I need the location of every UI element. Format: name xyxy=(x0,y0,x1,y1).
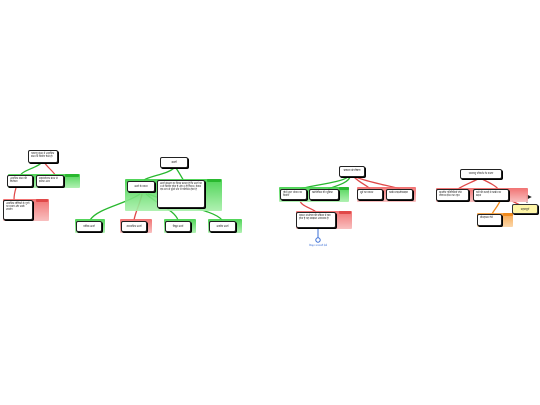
status-badge xyxy=(503,213,513,216)
node-label: आयनिक बंधन की विशेषता xyxy=(10,177,27,184)
node-label: प्रकाश संश्लेषण की प्रक्रिया में क्या हो… xyxy=(299,214,331,221)
map1-leaf-red[interactable]: आयनिक यौगिकों के गुणों पर प्रभाव और उनके… xyxy=(3,200,33,220)
map4-child-orange[interactable]: ग्रीनहाउस गैसें xyxy=(477,214,502,226)
map3-leaf-red[interactable]: प्रकाश संश्लेषण की प्रक्रिया में क्या हो… xyxy=(296,212,336,228)
map4-child-right[interactable]: वनों की कटाई से कार्बन का बढ़ना xyxy=(473,189,509,201)
map3-child-green[interactable]: पौधों द्वारा भोजन का निर्माण xyxy=(280,189,307,200)
map2-leaf-4[interactable]: ऊष्मीय ऊर्जा xyxy=(209,221,236,232)
map2-note-node[interactable]: ऊर्जा संरक्षण का नियम बताता है कि ऊर्जा … xyxy=(157,180,205,208)
map3-child-right[interactable]: सूर्य का प्रकाश xyxy=(357,189,383,200)
map1-child-red[interactable]: सहसंयोजक बंधन से इसका अंतर xyxy=(36,175,64,187)
link-icon[interactable] xyxy=(315,237,321,243)
map4-note-node[interactable]: महत्वपूर्ण xyxy=(512,204,538,214)
status-badge xyxy=(65,174,79,177)
map2-leaf-2[interactable]: रासायनिक ऊर्जा xyxy=(121,221,147,232)
node-label: ऊष्मीय ऊर्जा xyxy=(216,225,229,228)
status-badge xyxy=(339,211,351,214)
status-badge xyxy=(207,179,221,182)
status-badge xyxy=(339,187,349,190)
node-label: कार्बन डाइऑक्साइड xyxy=(389,191,408,194)
map3-child-mid[interactable]: क्लोरोफिल की भूमिका xyxy=(309,189,339,200)
node-label: परमाणु बंधन में आयनिक बंधन के निर्माण कै… xyxy=(31,152,55,159)
link-label[interactable]: विस्तृत जानकारी देखें xyxy=(309,244,327,247)
node-label: जलवायु परिवर्तन के कारण xyxy=(468,172,494,175)
node-label: प्रकाश संश्लेषण xyxy=(343,168,361,172)
map1-root-node[interactable]: परमाणु बंधन में आयनिक बंधन के निर्माण कै… xyxy=(28,150,58,163)
node-label: ऊर्जा के प्रकार xyxy=(134,185,148,188)
node-label: सूर्य का प्रकाश xyxy=(360,191,374,194)
node-label: यांत्रिक ऊर्जा xyxy=(83,225,95,228)
map1-child-green[interactable]: आयनिक बंधन की विशेषता xyxy=(7,175,33,187)
node-label: ऊर्जा संरक्षण का नियम बताता है कि ऊर्जा … xyxy=(160,182,202,192)
node-label: ग्रीनहाउस गैसें xyxy=(480,216,493,219)
node-label: पौधों द्वारा भोजन का निर्माण xyxy=(283,191,302,198)
connector xyxy=(491,200,501,215)
node-label: सहसंयोजक बंधन से इसका अंतर xyxy=(39,177,58,184)
map3-root-node[interactable]: प्रकाश संश्लेषण xyxy=(339,166,365,177)
node-label: ऊर्जा xyxy=(171,160,177,164)
map2-leaf-1[interactable]: यांत्रिक ऊर्जा xyxy=(76,221,102,232)
node-label: वनों की कटाई से कार्बन का बढ़ना xyxy=(476,191,502,198)
map3-child-far[interactable]: कार्बन डाइऑक्साइड xyxy=(386,189,413,200)
map2-hub-node[interactable]: ऊर्जा के प्रकार xyxy=(127,181,155,192)
node-label: विद्युत ऊर्जा xyxy=(172,225,184,228)
map4-child-left[interactable]: मानवीय गतिविधियाँ जैसे जीवाश्म ईंधन का द… xyxy=(436,189,469,201)
node-label: रासायनिक ऊर्जा xyxy=(126,225,142,228)
node-label: महत्वपूर्ण xyxy=(520,208,530,211)
node-label: क्लोरोफिल की भूमिका xyxy=(312,191,333,194)
node-label: आयनिक यौगिकों के गुणों पर प्रभाव और उनके… xyxy=(6,202,30,212)
map4-root-node[interactable]: जलवायु परिवर्तन के कारण xyxy=(460,169,502,179)
map2-root-node[interactable]: ऊर्जा xyxy=(160,157,188,168)
map2-leaf-3[interactable]: विद्युत ऊर्जा xyxy=(165,221,191,232)
node-label: मानवीय गतिविधियाँ जैसे जीवाश्म ईंधन का द… xyxy=(439,191,462,198)
status-badge xyxy=(36,199,48,202)
